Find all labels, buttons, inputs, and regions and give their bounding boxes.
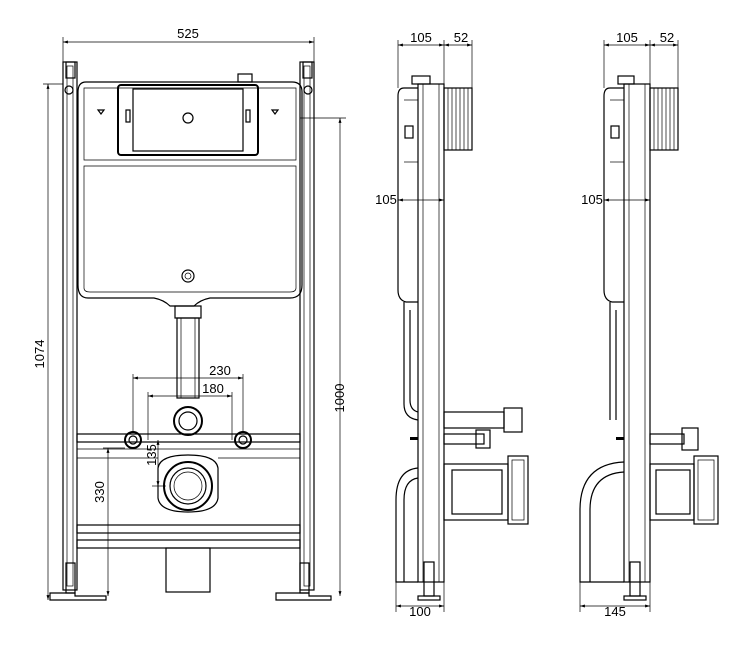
pipe-spacing-outer-label: 230 [209, 363, 231, 378]
side-a-cistern [397, 87, 418, 303]
side-b-top-pipe-label: 52 [660, 30, 674, 45]
side-b-frame [623, 83, 651, 583]
left-top-tab [65, 61, 76, 79]
side-a-top-pipe-label: 52 [454, 30, 468, 45]
dim-135: 135 [144, 440, 166, 487]
stub-height-label: 135 [144, 444, 159, 466]
side-a-top-depth-label: 105 [410, 30, 432, 45]
side-b-dim-52: 52 [650, 30, 679, 88]
waste-pipe [165, 547, 211, 593]
width-label: 525 [177, 26, 199, 41]
inner-height-label: 1000 [332, 384, 347, 413]
side-a-dim-105-mid: 105 [375, 192, 444, 207]
side-a-frame [417, 83, 445, 583]
pipe-spacing-inner-label: 180 [202, 381, 224, 396]
frame-feet [49, 562, 332, 601]
cistern [77, 73, 303, 307]
side-b-pipe-connector [649, 87, 679, 151]
side-a-bottom-depth-label: 100 [409, 604, 431, 619]
flush-plate-opening [117, 84, 259, 156]
side-a-mid-depth-label: 105 [375, 192, 397, 207]
dim-330: 330 [92, 447, 125, 596]
side-a-dim-100: 100 [395, 582, 445, 619]
side-b-cistern [603, 87, 624, 303]
flush-pipe [173, 305, 203, 436]
front-view: 525 1074 1000 230 180 135 [32, 26, 347, 601]
side-a-dim-105-top: 105 [397, 30, 445, 88]
dim-230: 230 [132, 363, 244, 432]
side-b-bottom-depth-label: 145 [604, 604, 626, 619]
cross-rails [76, 433, 301, 549]
right-top-tab [302, 61, 313, 79]
cistern-valve-icon [181, 269, 195, 283]
side-a-dim-52: 52 [444, 30, 473, 88]
waste-outlet-icon [163, 461, 213, 511]
waste-outlet [157, 454, 219, 593]
dim-height-1074: 1074 [32, 83, 63, 600]
dim-height-1000: 1000 [300, 117, 347, 596]
flush-plate [132, 88, 244, 152]
side-b-dim-105-top: 105 [603, 30, 651, 88]
frame-left-upright [62, 61, 78, 591]
side-a-pipe-connector [443, 87, 473, 151]
side-b-dim-145: 145 [579, 582, 651, 619]
side-b-stub [616, 427, 699, 451]
side-b-top-depth-label: 105 [616, 30, 638, 45]
dim-180: 180 [147, 381, 233, 440]
side-a-stub [410, 407, 523, 449]
outlet-height-label: 330 [92, 481, 107, 503]
height-label: 1074 [32, 340, 47, 369]
side-view-b: 105 52 105 145 [579, 30, 719, 619]
dim-width-525: 525 [62, 26, 315, 62]
side-view-a: 105 52 105 100 [375, 30, 529, 619]
side-b-waste-pipe [579, 455, 719, 583]
side-b-dim-105-mid: 105 [581, 192, 650, 207]
flush-button-icon [182, 112, 194, 124]
flush-outlet-icon [173, 406, 203, 436]
side-b-mid-depth-label: 105 [581, 192, 603, 207]
side-a-waste-pipe [395, 455, 529, 583]
